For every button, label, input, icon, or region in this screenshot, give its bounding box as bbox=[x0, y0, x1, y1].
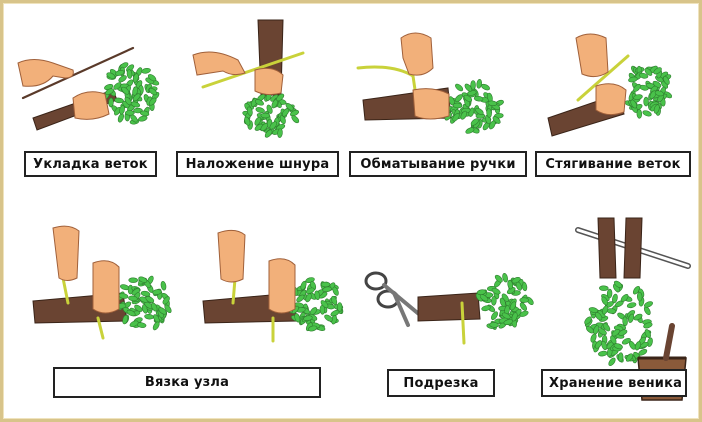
label-storage: Хранение веника bbox=[541, 369, 687, 397]
label-tightening-branches: Стягивание веток bbox=[535, 151, 691, 177]
hand-icon bbox=[192, 51, 246, 76]
hand-icon bbox=[400, 32, 434, 76]
hand-icon bbox=[217, 229, 246, 283]
hand-icon bbox=[92, 260, 120, 314]
scene-trimming bbox=[364, 271, 534, 345]
broom-icon bbox=[417, 272, 534, 330]
scene-laying-branches bbox=[17, 46, 160, 131]
scene-tightening-branches bbox=[547, 33, 673, 137]
hand-icon bbox=[595, 83, 627, 116]
hand-icon bbox=[268, 258, 296, 314]
hand-icon bbox=[412, 88, 450, 120]
broom-icon bbox=[584, 217, 654, 367]
hand-icon bbox=[17, 59, 74, 87]
label-laying-branches: Укладка веток bbox=[24, 151, 157, 177]
scissors-icon bbox=[364, 271, 422, 327]
label-trimming: Подрезка bbox=[387, 369, 495, 397]
label-wrapping-handle: Обматывание ручки bbox=[349, 151, 527, 177]
hand-icon bbox=[72, 91, 110, 120]
hand-icon bbox=[575, 33, 609, 78]
hand-icon bbox=[52, 225, 80, 281]
scene-wrapping-handle bbox=[356, 32, 504, 134]
scene-applying-cord bbox=[192, 19, 305, 138]
label-tying-knot: Вязка узла bbox=[53, 367, 321, 398]
scene-tying-knot bbox=[32, 225, 344, 343]
label-applying-cord: Наложение шнура bbox=[176, 151, 339, 177]
hand-icon bbox=[254, 67, 284, 96]
